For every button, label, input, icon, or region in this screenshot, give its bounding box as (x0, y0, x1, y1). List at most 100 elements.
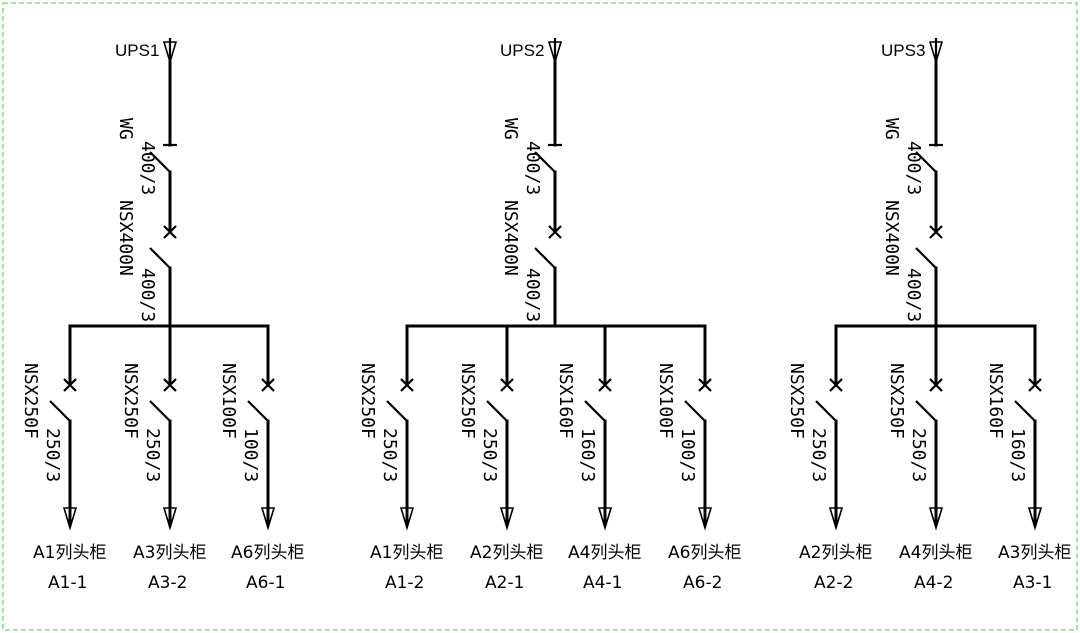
breaker-blade-icon (1014, 400, 1036, 422)
main-breaker-rating: 400/3 (903, 268, 924, 322)
load-cabinet-name: A3列头柜 (998, 543, 1071, 563)
arrow-down-icon (547, 41, 563, 65)
breaker-blade-icon (149, 400, 171, 422)
arrow-down-icon (928, 507, 944, 531)
group-ups3: UPS3WG400/3NSX400N400/3NSX250F250/3A2列头柜… (786, 38, 1071, 593)
branch-breaker-model: NSX250F (886, 363, 907, 439)
branch-breaker-model: NSX250F (457, 363, 478, 439)
branch-breaker-model: NSX250F (120, 363, 141, 439)
branch-breaker-model: NSX160F (555, 363, 576, 439)
load-cabinet-name: A2列头柜 (470, 543, 543, 563)
arrow-down-icon (928, 41, 944, 65)
arrow-down-icon (1027, 507, 1043, 531)
branch-breaker-rating: 250/3 (808, 428, 829, 482)
breaker-cross-icon (500, 378, 514, 392)
load-cabinet-name: A6列头柜 (668, 543, 741, 563)
switch-blade-icon (915, 151, 937, 173)
load-cabinet-name: A4列头柜 (568, 543, 641, 563)
branch-breaker-rating: 160/3 (577, 428, 598, 482)
main-breaker-rating: 400/3 (522, 268, 543, 322)
switch-blade-icon (534, 151, 556, 173)
ups-source-label: UPS1 (115, 41, 159, 60)
group-ups1: UPS1WG400/3NSX400N400/3NSX250F250/3A1列头柜… (20, 38, 304, 593)
breaker-cross-icon (548, 225, 562, 239)
load-cabinet-id: A1-2 (385, 573, 424, 593)
breaker-cross-icon (698, 378, 712, 392)
breaker-blade-icon (584, 400, 606, 422)
main-breaker-model: NSX400N (500, 200, 521, 276)
branch-breaker-model: NSX250F (20, 363, 41, 439)
breaker-blade-icon (815, 400, 837, 422)
breaker-blade-icon (486, 400, 508, 422)
arrow-down-icon (499, 507, 515, 531)
branch-breaker-rating: 160/3 (1007, 428, 1028, 482)
breaker-cross-icon (400, 378, 414, 392)
branch-breaker-rating: 100/3 (677, 428, 698, 482)
branch-breaker-rating: 250/3 (379, 428, 400, 482)
load-cabinet-id: A2-2 (814, 573, 853, 593)
branch-breaker-model: NSX160F (985, 363, 1006, 439)
load-cabinet-id: A2-1 (485, 573, 524, 593)
branch-breaker-rating: 250/3 (908, 428, 929, 482)
load-cabinet-id: A6-1 (246, 573, 285, 593)
load-cabinet-name: A3列头柜 (133, 543, 206, 563)
arrow-down-icon (697, 507, 713, 531)
arrow-down-icon (828, 507, 844, 531)
arrow-down-icon (597, 507, 613, 531)
distribution-groups: UPS1WG400/3NSX400N400/3NSX250F250/3A1列头柜… (20, 38, 1071, 593)
breaker-cross-icon (163, 225, 177, 239)
main-switch-rating: 400/3 (522, 141, 543, 195)
load-cabinet-id: A3-2 (148, 573, 187, 593)
arrow-down-icon (162, 41, 178, 65)
breaker-cross-icon (929, 378, 943, 392)
breaker-cross-icon (63, 378, 77, 392)
switch-blade-icon (149, 151, 171, 173)
ups-source-label: UPS3 (881, 41, 925, 60)
load-cabinet-id: A4-1 (583, 573, 622, 593)
branch-breaker-model: NSX100F (655, 363, 676, 439)
load-cabinet-name: A4列头柜 (899, 543, 972, 563)
main-switch-model: WG (500, 118, 521, 140)
ups-source-label: UPS2 (500, 41, 544, 60)
load-cabinet-name: A1列头柜 (370, 543, 443, 563)
breaker-blade-icon (534, 247, 556, 269)
load-cabinet-name: A6列头柜 (231, 543, 304, 563)
arrow-down-icon (399, 507, 415, 531)
breaker-cross-icon (1028, 378, 1042, 392)
breaker-cross-icon (261, 378, 275, 392)
load-cabinet-id: A3-1 (1013, 573, 1052, 593)
arrow-down-icon (162, 507, 178, 531)
main-switch-model: WG (881, 118, 902, 140)
branch-breaker-model: NSX250F (786, 363, 807, 439)
breaker-blade-icon (684, 400, 706, 422)
main-breaker-model: NSX400N (115, 200, 136, 276)
branch-breaker-rating: 100/3 (240, 428, 261, 482)
main-switch-model: WG (115, 118, 136, 140)
breaker-blade-icon (915, 400, 937, 422)
load-cabinet-id: A1-1 (48, 573, 87, 593)
load-cabinet-id: A4-2 (914, 573, 953, 593)
branch-breaker-model: NSX100F (218, 363, 239, 439)
breaker-blade-icon (49, 400, 71, 422)
arrow-down-icon (62, 507, 78, 531)
load-cabinet-id: A6-2 (683, 573, 722, 593)
